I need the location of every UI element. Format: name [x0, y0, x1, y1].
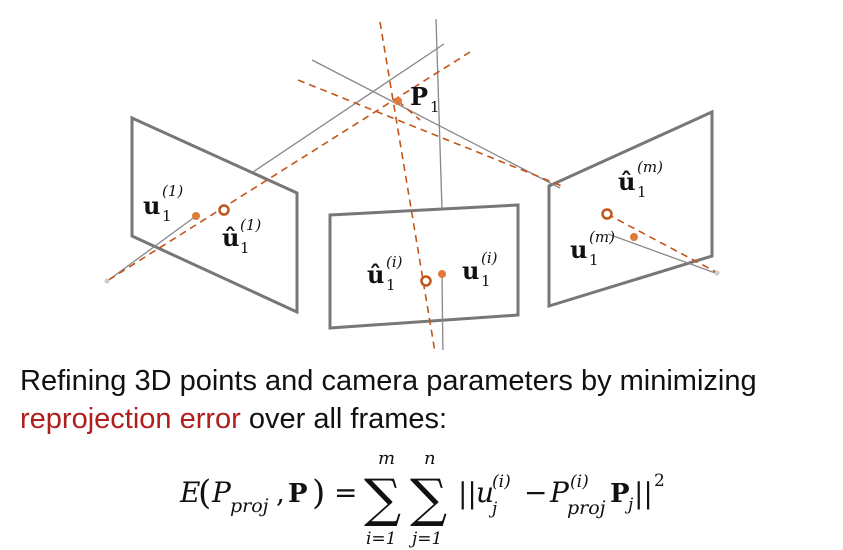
- projected-sup-middle: (i): [386, 253, 403, 271]
- point-3d-sub: 1: [430, 98, 440, 116]
- sum-sigma-2: ∑: [410, 469, 447, 529]
- projected-sub-middle: 1: [386, 276, 396, 294]
- sum-lower-2: j=1: [408, 529, 442, 549]
- observed-sup-middle: (i): [481, 249, 498, 267]
- ray-right-far: [311, 59, 561, 189]
- formula-P2: P: [549, 476, 570, 509]
- caption-highlight: reprojection error: [20, 403, 241, 435]
- projected-sup-left: (1): [240, 216, 261, 234]
- reproj-ray-right-cross: [397, 100, 421, 121]
- sum-upper-1: m: [378, 448, 395, 469]
- observed-sup-right: (m): [589, 228, 615, 246]
- formula-Pj-sub: j: [624, 495, 634, 515]
- ray-middle-down: [441, 273, 444, 350]
- reproj-ray-right: [297, 79, 563, 187]
- caption-line-2: reprojection error over all frames:: [20, 400, 830, 438]
- observed-label-middle: u: [462, 256, 479, 285]
- ray-right-near: [607, 233, 719, 275]
- ray-middle-up: [435, 18, 443, 211]
- formula-u: u: [476, 476, 494, 509]
- camera-center-left: [104, 278, 110, 284]
- formula-Pj: P: [610, 479, 630, 509]
- projected-label-middle: û: [367, 260, 384, 289]
- observed-point-right: [630, 233, 638, 241]
- observed-label-left: u: [143, 191, 160, 220]
- observed-sub-right: 1: [589, 251, 599, 269]
- point-3d-marker: [394, 97, 402, 105]
- formula-power: 2: [654, 471, 665, 491]
- formula-norm-close: ||: [634, 477, 653, 510]
- image-plane-left: [130, 115, 299, 315]
- projected-sub-right: 1: [637, 183, 647, 201]
- projected-point-left: [218, 204, 230, 216]
- reprojection-diagram: P 1 u 1 (1) û 1 (1) û 1 (i) u 1 (i) û 1 …: [104, 18, 720, 350]
- formula-E: E: [179, 476, 200, 509]
- sum-lower-1: i=1: [366, 529, 397, 549]
- formula-P-proj: P: [211, 476, 232, 509]
- projected-point-right: [601, 208, 613, 220]
- ray-left-far: [252, 43, 445, 173]
- formula-u-sub: j: [488, 499, 498, 519]
- observed-sub-middle: 1: [481, 272, 491, 290]
- image-plane-middle: [328, 203, 520, 330]
- formula-comma: ,: [276, 476, 285, 509]
- image-plane-right: [547, 109, 714, 309]
- observed-point-middle: [438, 270, 446, 278]
- projected-point-middle: [420, 275, 432, 287]
- observed-sub-left: 1: [162, 207, 172, 225]
- projected-label-left: û: [222, 223, 239, 252]
- caption-line-2-rest: over all frames:: [240, 403, 448, 435]
- sum-upper-2: n: [424, 448, 436, 469]
- formula-norm-open: ||: [458, 477, 477, 510]
- observed-label-right: u: [570, 235, 587, 264]
- formula-bold-P: P: [288, 479, 308, 509]
- sum-sigma-1: ∑: [364, 469, 401, 529]
- observed-sup-left: (1): [162, 182, 183, 200]
- formula-P2-sup: (i): [570, 472, 589, 492]
- point-3d-label: P: [410, 82, 428, 111]
- reproj-ray-right-near: [606, 213, 717, 273]
- camera-center-right: [714, 270, 720, 276]
- observed-point-left: [192, 212, 200, 220]
- projected-label-right: û: [618, 167, 635, 196]
- caption: Refining 3D points and camera parameters…: [20, 362, 830, 438]
- projected-sub-left: 1: [240, 239, 250, 257]
- caption-line-1: Refining 3D points and camera parameters…: [20, 365, 757, 397]
- formula-close-paren: ): [312, 473, 325, 513]
- formula: E ( P proj , P ) = m ∑ i=1 n ∑ j=1 || u …: [179, 448, 665, 549]
- projected-sup-right: (m): [637, 158, 663, 176]
- formula-P2-sub: proj: [567, 497, 606, 519]
- formula-open-paren: (: [198, 473, 211, 513]
- ray-left-near: [105, 215, 197, 283]
- formula-minus: −: [524, 476, 547, 509]
- formula-u-sup: (i): [492, 472, 511, 492]
- formula-P-proj-sub: proj: [230, 495, 269, 517]
- reproj-ray-middle: [379, 21, 436, 350]
- formula-equals: =: [334, 476, 357, 509]
